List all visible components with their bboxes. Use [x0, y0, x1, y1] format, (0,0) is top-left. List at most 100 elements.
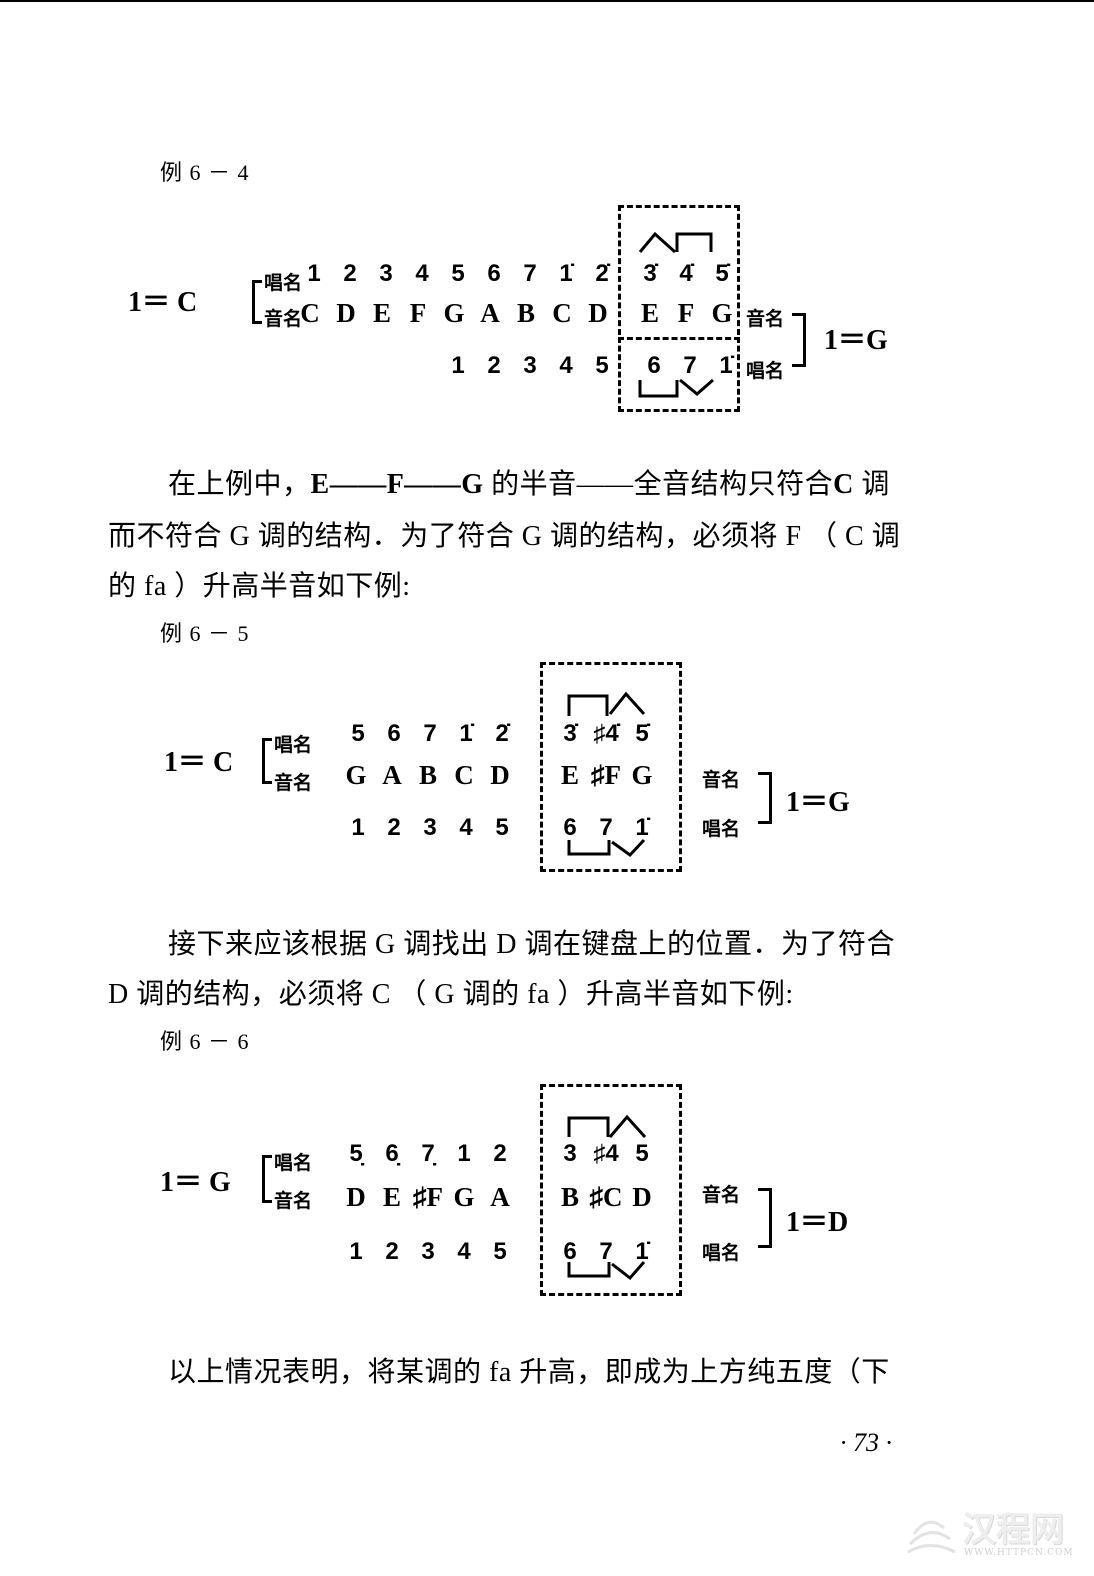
note: 3 [423, 814, 437, 841]
note: 2̇ [495, 720, 509, 747]
row-label-singing-6-6: 唱名 [274, 1152, 313, 1174]
text: 在上例中， [168, 469, 311, 500]
right-label-singing-6-6: 唱名 [702, 1242, 741, 1264]
note: 5 [351, 720, 365, 747]
note: 7 [683, 352, 697, 379]
note: 3̇ [643, 260, 657, 287]
note: 5̣ [349, 1140, 363, 1167]
paragraph-3-line-1: 以上情况表明，将某调的 fa 升高，即成为上方纯五度（下 [168, 1357, 890, 1388]
note: 7 [599, 1238, 613, 1265]
right-label-pitch-6-4: 音名 [746, 308, 785, 330]
watermark-text: 汉程网 [962, 1510, 1064, 1550]
note: 4 [459, 814, 473, 841]
note: 6 [563, 1238, 577, 1265]
left-key-signature-6-6: 1＝ G [160, 1167, 231, 1198]
note: 5̇ [635, 720, 649, 747]
pitch: B [418, 760, 437, 790]
watermark: 汉程网 WWW.HTTPCN.COM [900, 1500, 1090, 1570]
highlight-box-6-6 [540, 1084, 682, 1296]
pitch: E [560, 760, 579, 790]
note: 5 [493, 1238, 507, 1265]
note: 4 [457, 1238, 471, 1265]
note: 5 [451, 260, 465, 287]
text: 调 [861, 469, 890, 500]
paragraph-1-line-1: 在上例中，E——F——G 的半音——全音结构只符合C 调 [168, 462, 890, 502]
note: 6 [487, 260, 501, 287]
left-bracket-6-4 [252, 280, 262, 324]
left-key-signature-6-4: 1＝ C [128, 280, 197, 320]
note: 1 [457, 1140, 471, 1167]
pitch: G [345, 760, 367, 790]
note: 5 [595, 352, 609, 379]
example-caption-6-4: 例 6 － 4 [160, 160, 250, 185]
note: 7 [523, 260, 537, 287]
note: 1 [307, 260, 321, 287]
note: 1̇ [459, 720, 473, 747]
pitch: D [346, 1182, 366, 1212]
note: 5 [495, 814, 509, 841]
pitch: A [490, 1182, 510, 1212]
note: 1 [349, 1238, 363, 1265]
text-bold: E——F——G [310, 469, 484, 500]
right-key-signature-6-4: 1＝G [824, 325, 888, 356]
text: 的半音——全音结构只符合 [491, 469, 834, 500]
note: 6̣ [385, 1140, 399, 1167]
right-label-singing-6-5: 唱名 [702, 818, 741, 840]
pitch: G [443, 298, 465, 328]
top-border-rule [0, 0, 1094, 2]
pitch: F [677, 298, 695, 328]
row-label-pitch-6-5: 音名 [274, 772, 313, 794]
note: 7 [599, 814, 613, 841]
right-label-singing-6-4: 唱名 [746, 360, 785, 382]
pitch: D [588, 298, 608, 328]
pitch: ♯C [589, 1182, 623, 1212]
pitch: D [336, 298, 356, 328]
pitch: E [640, 298, 659, 328]
highlight-box-6-5 [540, 662, 682, 872]
note: 3 [523, 352, 537, 379]
note: ♯4 [593, 1140, 619, 1167]
note: 6 [563, 814, 577, 841]
note: 2 [343, 260, 357, 287]
right-key-signature-6-6: 1＝D [786, 1207, 849, 1238]
paragraph-2-line-1: 接下来应该根据 G 调找出 D 调在键盘上的位置．为了符合 [168, 929, 895, 960]
note: 2̇ [595, 260, 609, 287]
note: 4 [559, 352, 573, 379]
note: 7 [423, 720, 437, 747]
note: 7̣ [421, 1140, 435, 1167]
paragraph-1-line-2: 而不符合 G 调的结构．为了符合 G 调的结构，必须将 F （ C 调 [108, 521, 901, 552]
left-bracket-6-5 [262, 738, 272, 784]
note: 3 [563, 1140, 577, 1167]
right-bracket-6-4 [792, 313, 806, 367]
pitch: D [490, 760, 510, 790]
left-key-signature-6-5: 1＝ C [164, 747, 234, 778]
note: 1̇ [719, 352, 733, 379]
pitch: ♯F [413, 1182, 443, 1212]
note: 3 [379, 260, 393, 287]
pitch: G [453, 1182, 475, 1212]
pitch: C [300, 298, 320, 328]
watermark-logo-icon [907, 1520, 956, 1554]
key-text: 1＝ C [128, 287, 198, 318]
note: 3 [421, 1238, 435, 1265]
pitch: A [480, 298, 500, 328]
text-bold: C [833, 469, 854, 500]
pitch: G [711, 298, 733, 328]
right-key-signature-6-5: 1＝G [786, 787, 850, 818]
note: 6 [647, 352, 661, 379]
highlight-box-upper-6-4 [618, 205, 740, 335]
example-caption-6-6: 例 6 － 6 [160, 1029, 250, 1054]
pitch: E [372, 298, 391, 328]
row-label-singing-6-4: 唱名 [264, 272, 303, 294]
note: 5̇ [715, 260, 729, 287]
note: 6 [387, 720, 401, 747]
